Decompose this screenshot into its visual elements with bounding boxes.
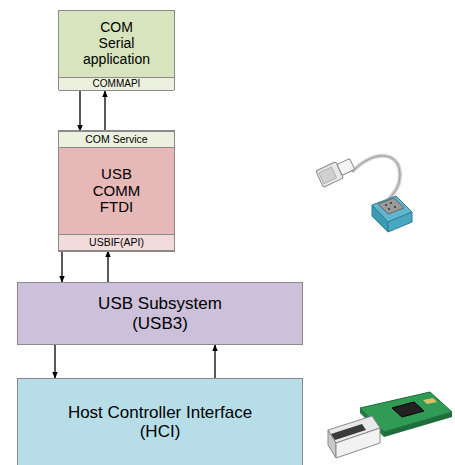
node-label: COM Serial application	[82, 20, 151, 67]
connector-arrow	[61, 251, 62, 282]
node-label: USBIF(API)	[89, 237, 144, 249]
connector-arrow	[79, 91, 80, 131]
application-box: COM Serial applicationCOMMAPI	[58, 10, 175, 90]
chip	[392, 402, 424, 417]
subsystem-box: USB Subsystem (USB3)	[17, 282, 303, 345]
connector-arrow	[54, 345, 55, 378]
connector-arrow	[214, 345, 215, 378]
controller-box: Host Controller Interface (HCI)	[17, 378, 303, 465]
api-band: COMMAPI	[59, 77, 174, 91]
usb-serial-cable	[316, 156, 412, 232]
node-label: USB Subsystem (USB3)	[85, 294, 235, 332]
cable-wire	[352, 156, 400, 200]
node-label: COM Service	[85, 134, 147, 146]
node-label: Host Controller Interface (HCI)	[48, 403, 273, 441]
node-label: COMMAPI	[93, 78, 141, 89]
connector-arrow	[107, 251, 108, 282]
node-label: USB COMM FTDI	[92, 166, 142, 216]
db9-connector	[372, 196, 412, 232]
service-band: COM Service	[59, 131, 174, 148]
driver-box: USB COMM FTDI COM ServiceUSBIF(API)	[58, 130, 175, 252]
usb-controller-card	[328, 392, 452, 458]
cable-wire-edge	[352, 156, 400, 200]
connector-arrow	[104, 91, 105, 131]
api-band: USBIF(API)	[59, 234, 174, 251]
usb-plug	[316, 156, 356, 188]
